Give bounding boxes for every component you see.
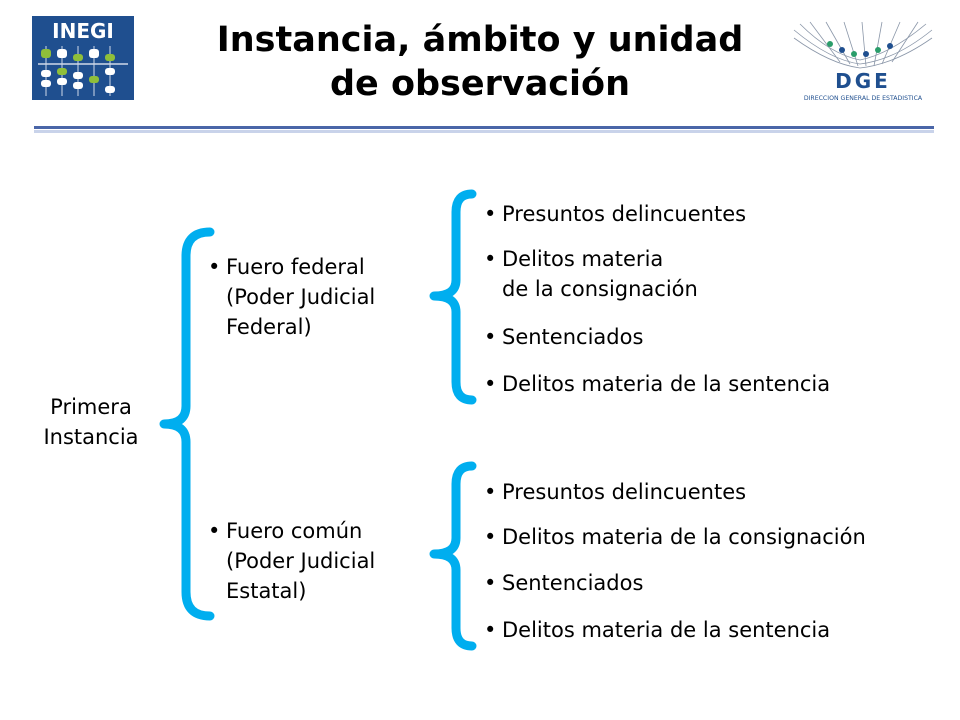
root-node-primera-instancia: Primera Instancia	[30, 392, 152, 452]
dge-logo-text: DGE	[835, 69, 891, 93]
page-title: Instancia, ámbito y unidad de observació…	[200, 18, 760, 106]
branch-line: Federal)	[226, 315, 312, 339]
leaf-item: • Presuntos delincuentes	[484, 199, 746, 229]
bullet: •	[484, 525, 497, 549]
leaf-line: Delitos materia de la sentencia	[502, 618, 831, 642]
page-title-line2: de observación	[329, 64, 631, 104]
leaf-line: Presuntos delincuentes	[502, 202, 747, 226]
dots-decoration-icon	[827, 41, 893, 57]
branch-comun-bracket	[429, 461, 477, 651]
leaf-line: Sentenciados	[502, 325, 644, 349]
leaf-item: • Delitos materia de la consignación	[484, 522, 866, 552]
bullet: •	[484, 571, 497, 595]
branch-fuero-comun: • Fuero común (Poder Judicial Estatal)	[208, 516, 375, 606]
root-bracket	[159, 227, 215, 621]
globe-mesh-icon	[793, 21, 933, 69]
leaf-item: • Delitos materia de la sentencia	[484, 369, 830, 399]
bullet: •	[208, 519, 221, 543]
leaf-line: Sentenciados	[502, 571, 644, 595]
leaf-item: • Delitos materia de la sentencia	[484, 615, 830, 645]
branch-line: (Poder Judicial	[226, 549, 376, 573]
leaf-line: de la consignación	[502, 277, 698, 301]
leaf-line: Presuntos delincuentes	[502, 480, 747, 504]
leaf-item: • Sentenciados	[484, 568, 643, 598]
header-rule-shadow	[34, 130, 934, 133]
root-node-line1: Primera	[50, 395, 132, 419]
branch-line: (Poder Judicial	[226, 285, 376, 309]
inegi-logo-text: INEGI	[52, 19, 114, 43]
root-node-line2: Instancia	[43, 425, 139, 449]
bullet: •	[484, 202, 497, 226]
leaf-item: • Delitos materia de la consignación	[484, 244, 698, 304]
dge-logo: DGE DIRECCION GENERAL DE ESTADISTICA	[793, 21, 933, 102]
branch-line: Estatal)	[226, 579, 307, 603]
header-rule	[34, 126, 934, 129]
branch-line: Fuero federal	[226, 255, 365, 279]
abacus-icon	[38, 46, 128, 96]
leaf-item: • Sentenciados	[484, 322, 643, 352]
bullet: •	[484, 618, 497, 642]
bullet: •	[484, 247, 497, 271]
inegi-logo: INEGI	[32, 16, 134, 100]
bullet: •	[484, 372, 497, 396]
bullet: •	[208, 255, 221, 279]
branch-fuero-federal: • Fuero federal (Poder Judicial Federal)	[208, 252, 375, 342]
branch-line: Fuero común	[226, 519, 363, 543]
leaf-line: Delitos materia de la consignación	[502, 525, 866, 549]
bullet: •	[484, 325, 497, 349]
leaf-item: • Presuntos delincuentes	[484, 477, 746, 507]
branch-federal-bracket	[429, 189, 477, 405]
leaf-line: Delitos materia	[502, 247, 664, 271]
page-title-line1: Instancia, ámbito y unidad	[216, 20, 744, 60]
bullet: •	[484, 480, 497, 504]
leaf-line: Delitos materia de la sentencia	[502, 372, 831, 396]
dge-logo-subtitle: DIRECCION GENERAL DE ESTADISTICA	[804, 95, 923, 102]
